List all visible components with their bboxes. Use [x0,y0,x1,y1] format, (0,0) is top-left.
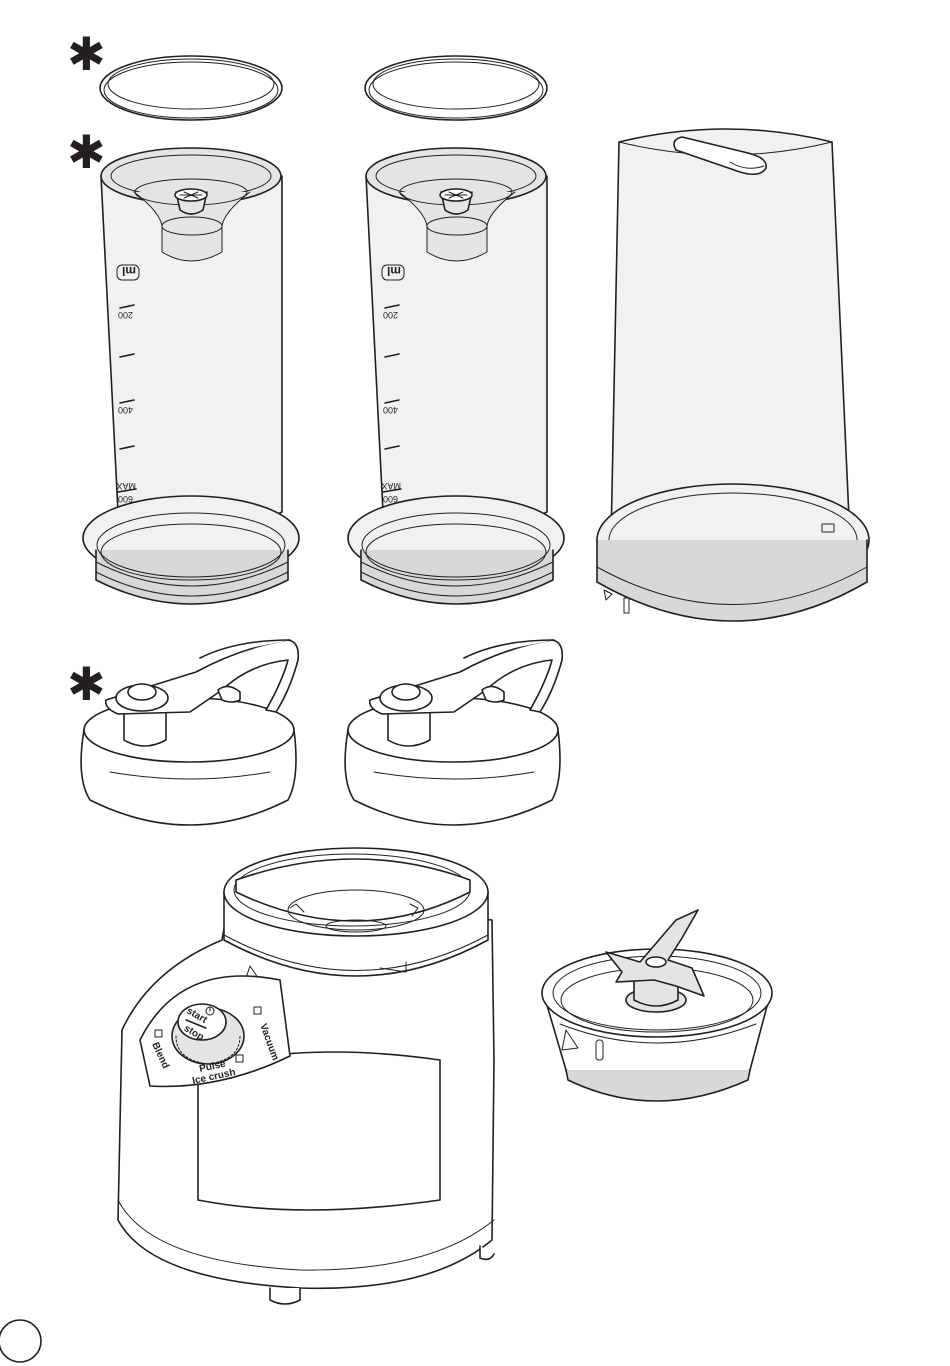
optional-accessory-marker-3: ✱ [67,657,106,711]
unit-ml-label: ml [122,264,136,278]
motor-base: start stop Vacuum Blend Pulse Ice crush [118,848,494,1304]
storage-cover [597,129,869,621]
drinking-lid-left [81,640,298,825]
tick-600-label: 600 [118,494,133,504]
seal-ring-right [365,56,547,120]
optional-accessory-marker-2: ✱ [67,125,106,179]
bottle-left: ml 200 400 MAX 600 [83,148,299,604]
seal-ring-left [100,56,282,120]
bottle-right: ml 200 400 MAX 600 [348,148,564,604]
tick-600-label: 600 [383,494,398,504]
unit-ml-label: ml [387,264,401,278]
drinking-lid-right [345,640,562,825]
tick-400-label: 400 [118,405,133,415]
optional-accessory-marker-1: ✱ [67,27,106,81]
tick-200-label: 200 [383,310,398,320]
blade-assembly [542,910,772,1101]
tick-400-label: 400 [383,405,398,415]
page-number-circle [0,1320,41,1362]
tick-200-label: 200 [118,310,133,320]
